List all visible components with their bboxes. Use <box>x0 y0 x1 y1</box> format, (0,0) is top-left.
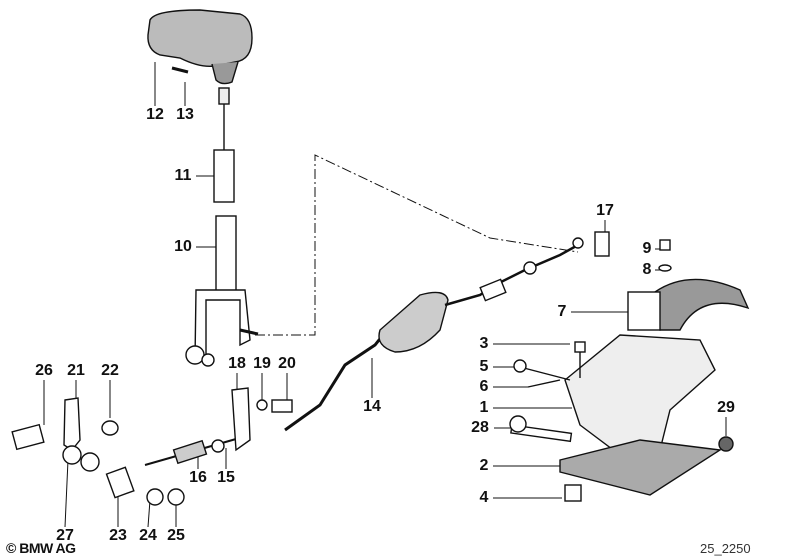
part-label-22: 22 <box>101 362 119 379</box>
part-label-13: 13 <box>176 106 194 123</box>
part-label-9: 9 <box>642 240 652 257</box>
part-label-7: 7 <box>557 303 567 320</box>
part-label-15: 15 <box>217 469 235 486</box>
copyright-notice: © BMW AG <box>6 540 76 556</box>
part-label-14: 14 <box>363 398 381 415</box>
part-label-27: 27 <box>56 527 74 544</box>
reference-line <box>255 154 579 336</box>
linkage-parts <box>11 387 293 506</box>
shift-lever <box>185 87 259 367</box>
part-label-29: 29 <box>717 399 735 416</box>
part-label-6: 6 <box>479 378 489 395</box>
part-label-3: 3 <box>479 335 489 352</box>
part-label-19: 19 <box>253 355 271 372</box>
part-label-12: 12 <box>146 106 164 123</box>
part-label-2: 2 <box>479 457 489 474</box>
diagram-reference: 25_2250 <box>700 541 751 556</box>
part-label-18: 18 <box>228 355 246 372</box>
shift-knob <box>147 9 253 85</box>
part-label-25: 25 <box>167 527 185 544</box>
part-label-4: 4 <box>479 489 489 506</box>
part-label-5: 5 <box>479 358 489 375</box>
part-label-11: 11 <box>174 167 192 184</box>
part-label-28: 28 <box>471 419 489 436</box>
part-label-21: 21 <box>67 362 85 379</box>
shift-housing <box>509 239 750 502</box>
part-label-24: 24 <box>139 527 157 544</box>
part-label-1: 1 <box>479 399 489 416</box>
part-label-26: 26 <box>35 362 53 379</box>
part-label-20: 20 <box>278 355 296 372</box>
part-label-10: 10 <box>174 238 192 255</box>
part-label-16: 16 <box>189 469 207 486</box>
leader-lines <box>43 62 727 528</box>
selector-cable <box>284 231 610 432</box>
part-label-17: 17 <box>596 202 614 219</box>
part-label-8: 8 <box>642 261 652 278</box>
part-label-23: 23 <box>109 527 127 544</box>
